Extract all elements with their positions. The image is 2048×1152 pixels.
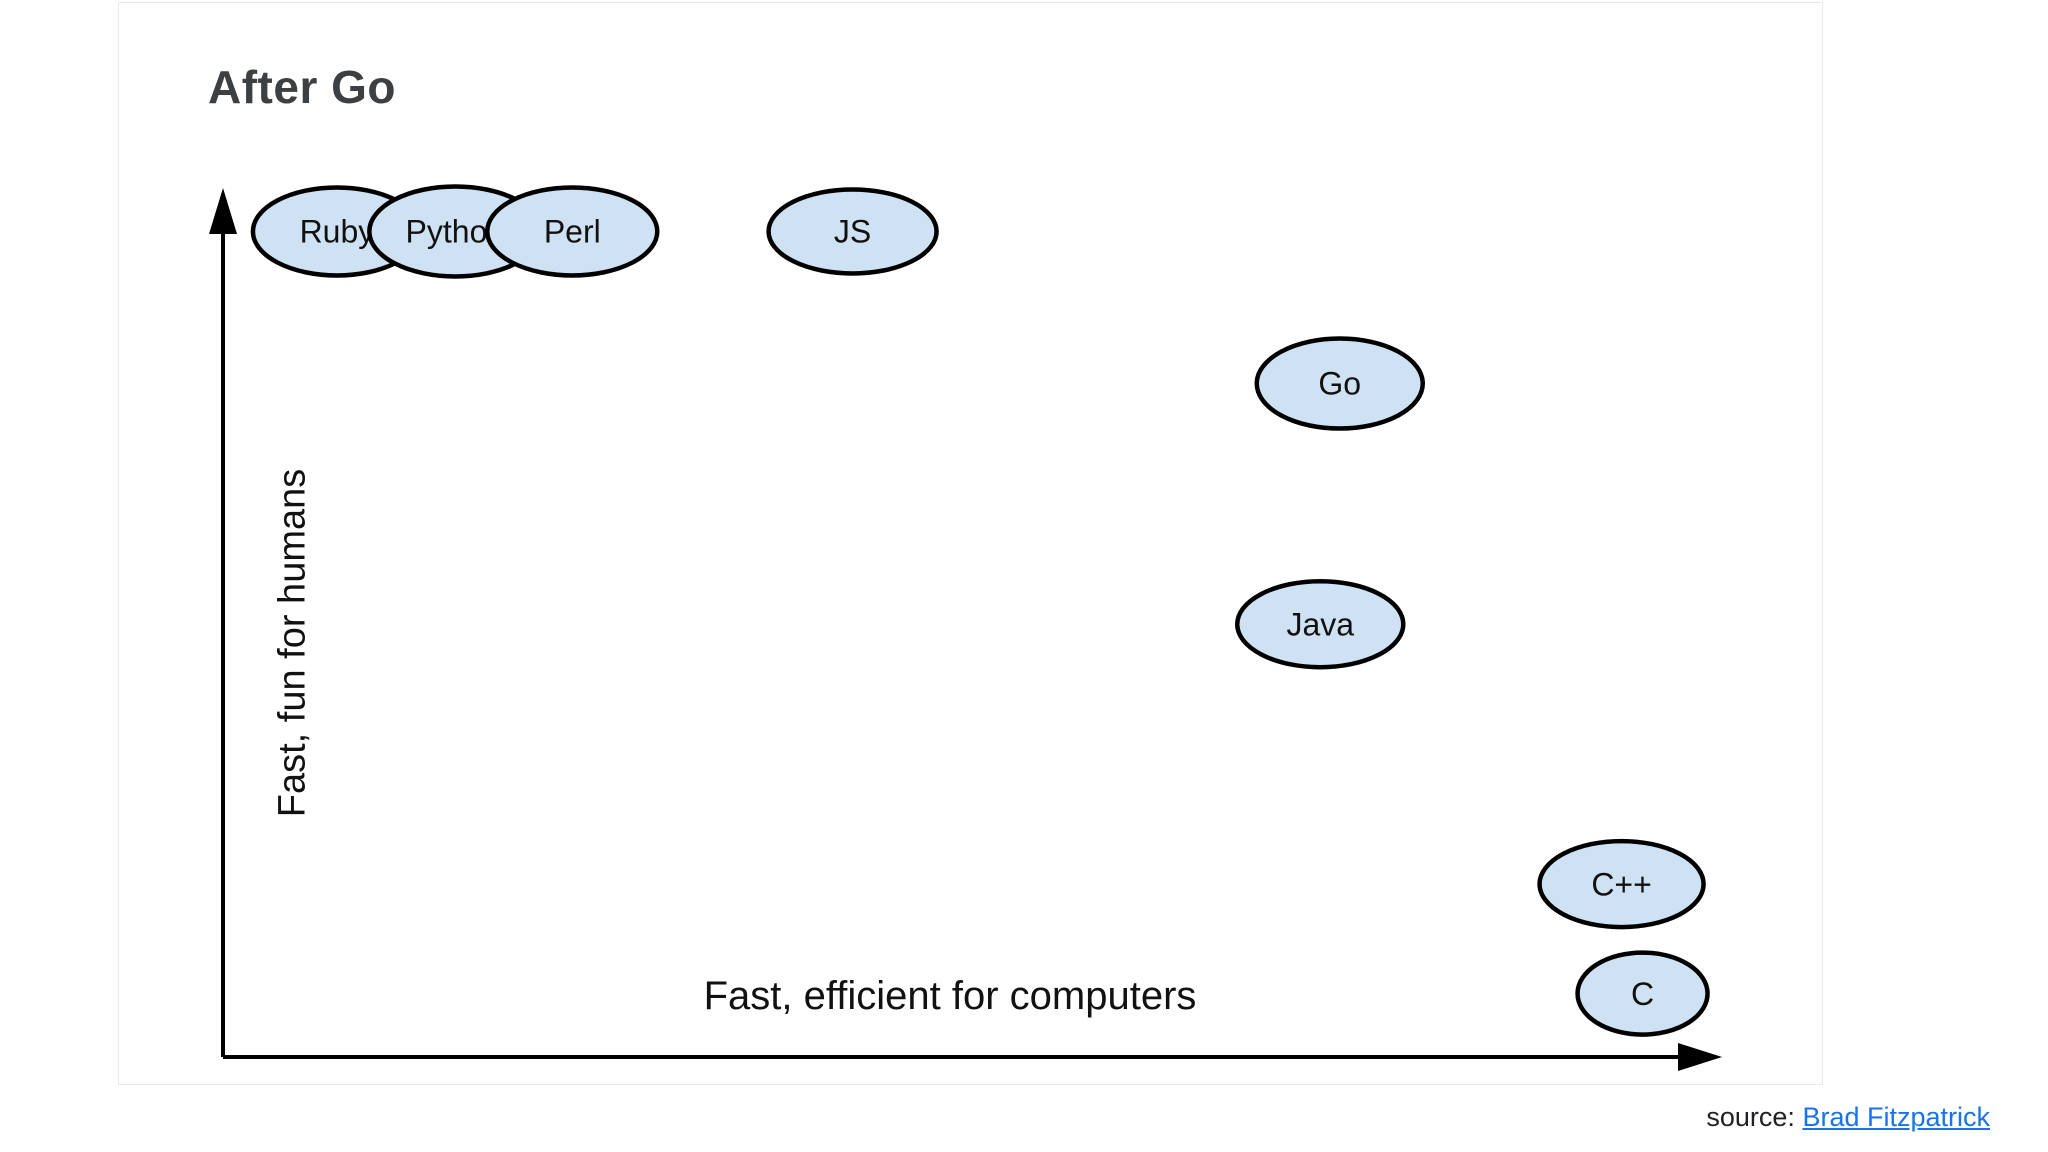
slide-panel bbox=[118, 2, 1823, 1085]
node-cplusplus: C++ bbox=[1537, 838, 1706, 930]
node-label-go: Go bbox=[1318, 366, 1361, 402]
node-perl: Perl bbox=[485, 185, 660, 278]
slide-title: After Go bbox=[208, 61, 396, 113]
node-ellipse-cplusplus bbox=[1537, 838, 1706, 930]
node-label-js: JS bbox=[834, 214, 871, 250]
x-axis-arrowhead-icon bbox=[1678, 1043, 1722, 1071]
node-label-java: Java bbox=[1286, 606, 1354, 642]
node-go: Go bbox=[1254, 336, 1426, 431]
y-axis-arrowhead-icon bbox=[209, 188, 237, 234]
node-ellipse-java bbox=[1235, 578, 1406, 670]
node-ellipse-c bbox=[1575, 950, 1710, 1037]
node-ellipse-perl bbox=[485, 185, 660, 278]
node-java: Java bbox=[1235, 578, 1406, 670]
source-caption: source: Brad Fitzpatrick bbox=[1706, 1102, 1990, 1133]
node-ellipse-go bbox=[1254, 336, 1426, 431]
y-axis-label: Fast, fun for humans bbox=[271, 468, 314, 818]
node-c: C bbox=[1575, 950, 1710, 1037]
source-label: source: bbox=[1706, 1102, 1795, 1132]
node-label-ruby: Ruby bbox=[300, 214, 375, 250]
node-label-cplusplus: C++ bbox=[1591, 866, 1651, 902]
node-ellipse-js bbox=[766, 187, 939, 276]
node-label-c: C bbox=[1631, 976, 1654, 1012]
x-axis-label: Fast, efficient for computers bbox=[703, 974, 1197, 1018]
node-js: JS bbox=[766, 187, 939, 276]
node-label-perl: Perl bbox=[544, 214, 601, 250]
source-link[interactable]: Brad Fitzpatrick bbox=[1802, 1102, 1990, 1132]
